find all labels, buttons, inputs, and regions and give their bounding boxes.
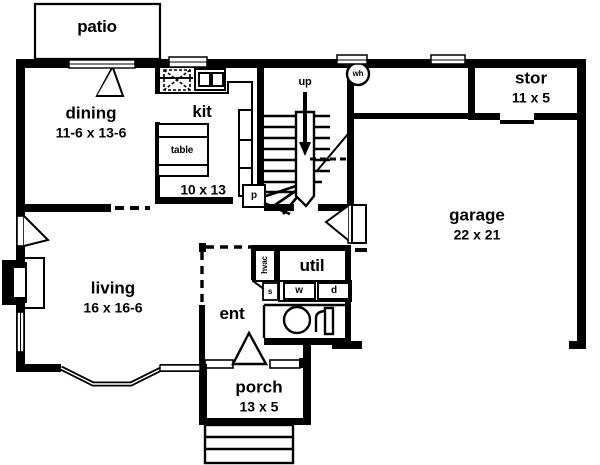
fixture-label-water-heater: wh [352,68,364,78]
room-label-dining: dining 11-6 x 13-6 [56,104,127,141]
room-dim-garage: 22 x 21 [453,226,501,243]
garage-side-door [355,248,367,252]
washer-dryer-icons [278,280,352,302]
fixture-label-dryer: d [331,284,337,296]
stair-hall-walls [264,68,354,223]
fixture-label-pantry: p [251,189,257,201]
room-dim-dining: 11-6 x 13-6 [55,124,127,141]
fixture-label-washer: w [295,284,303,296]
room-name-stor: stor [514,68,548,88]
room-label-kit: kit [192,102,212,122]
front-door [204,330,306,369]
fixture-label-shelf: s [267,286,273,296]
stair-up-arrow-icon [299,92,311,156]
room-label-porch: porch 13 x 5 [235,378,282,415]
storage-door-opening [500,113,534,124]
fireplace [2,257,45,309]
range-icon [194,68,226,91]
living-window-left [16,311,25,353]
room-label-ent: ent [219,304,245,324]
room-dim-living: 16 x 16-6 [83,299,143,316]
porch-walls [199,345,311,425]
room-name-dining: dining [65,103,117,123]
kitchen-sink-icon [163,69,191,91]
room-name-garage: garage [449,205,505,225]
refrigerator-icon [238,109,253,197]
entry-walls [199,243,206,365]
garage-top-window [430,54,466,65]
room-name-living: living [90,278,136,298]
living-window-bottom [159,364,201,372]
dining-table-icon [157,123,209,177]
room-dim-stor: 11 x 5 [511,89,551,106]
garage-interior-notch [354,341,360,349]
porch-steps [203,423,295,465]
entry-opening-dashes [200,245,252,306]
fixture-label-hvac: hvac [259,256,269,274]
living-bay-window [59,365,165,387]
garage-top-partition [354,113,472,119]
pantry-box [242,184,266,208]
utility-garage-door [324,204,367,244]
room-dim-porch: 13 x 5 [239,398,279,415]
entry-door-left [16,215,50,247]
patio-door [68,59,136,97]
fixture-label-table: table [170,144,194,156]
room-label-stor: stor 11 x 5 [512,69,550,106]
room-dim-kit: 10 x 13 [180,181,226,198]
room-label-garage: garage 22 x 21 [449,206,505,243]
stair-area-top-window [336,54,368,65]
room-label-util: util [299,256,325,276]
room-label-living: living 16 x 16-6 [83,279,142,316]
kitchen-window [168,56,208,68]
staircase [263,92,352,216]
room-name-porch: porch [235,377,283,397]
utility-lavatory [262,303,349,338]
annotation-stair-up: up [298,76,312,89]
room-label-patio: patio [77,17,117,37]
